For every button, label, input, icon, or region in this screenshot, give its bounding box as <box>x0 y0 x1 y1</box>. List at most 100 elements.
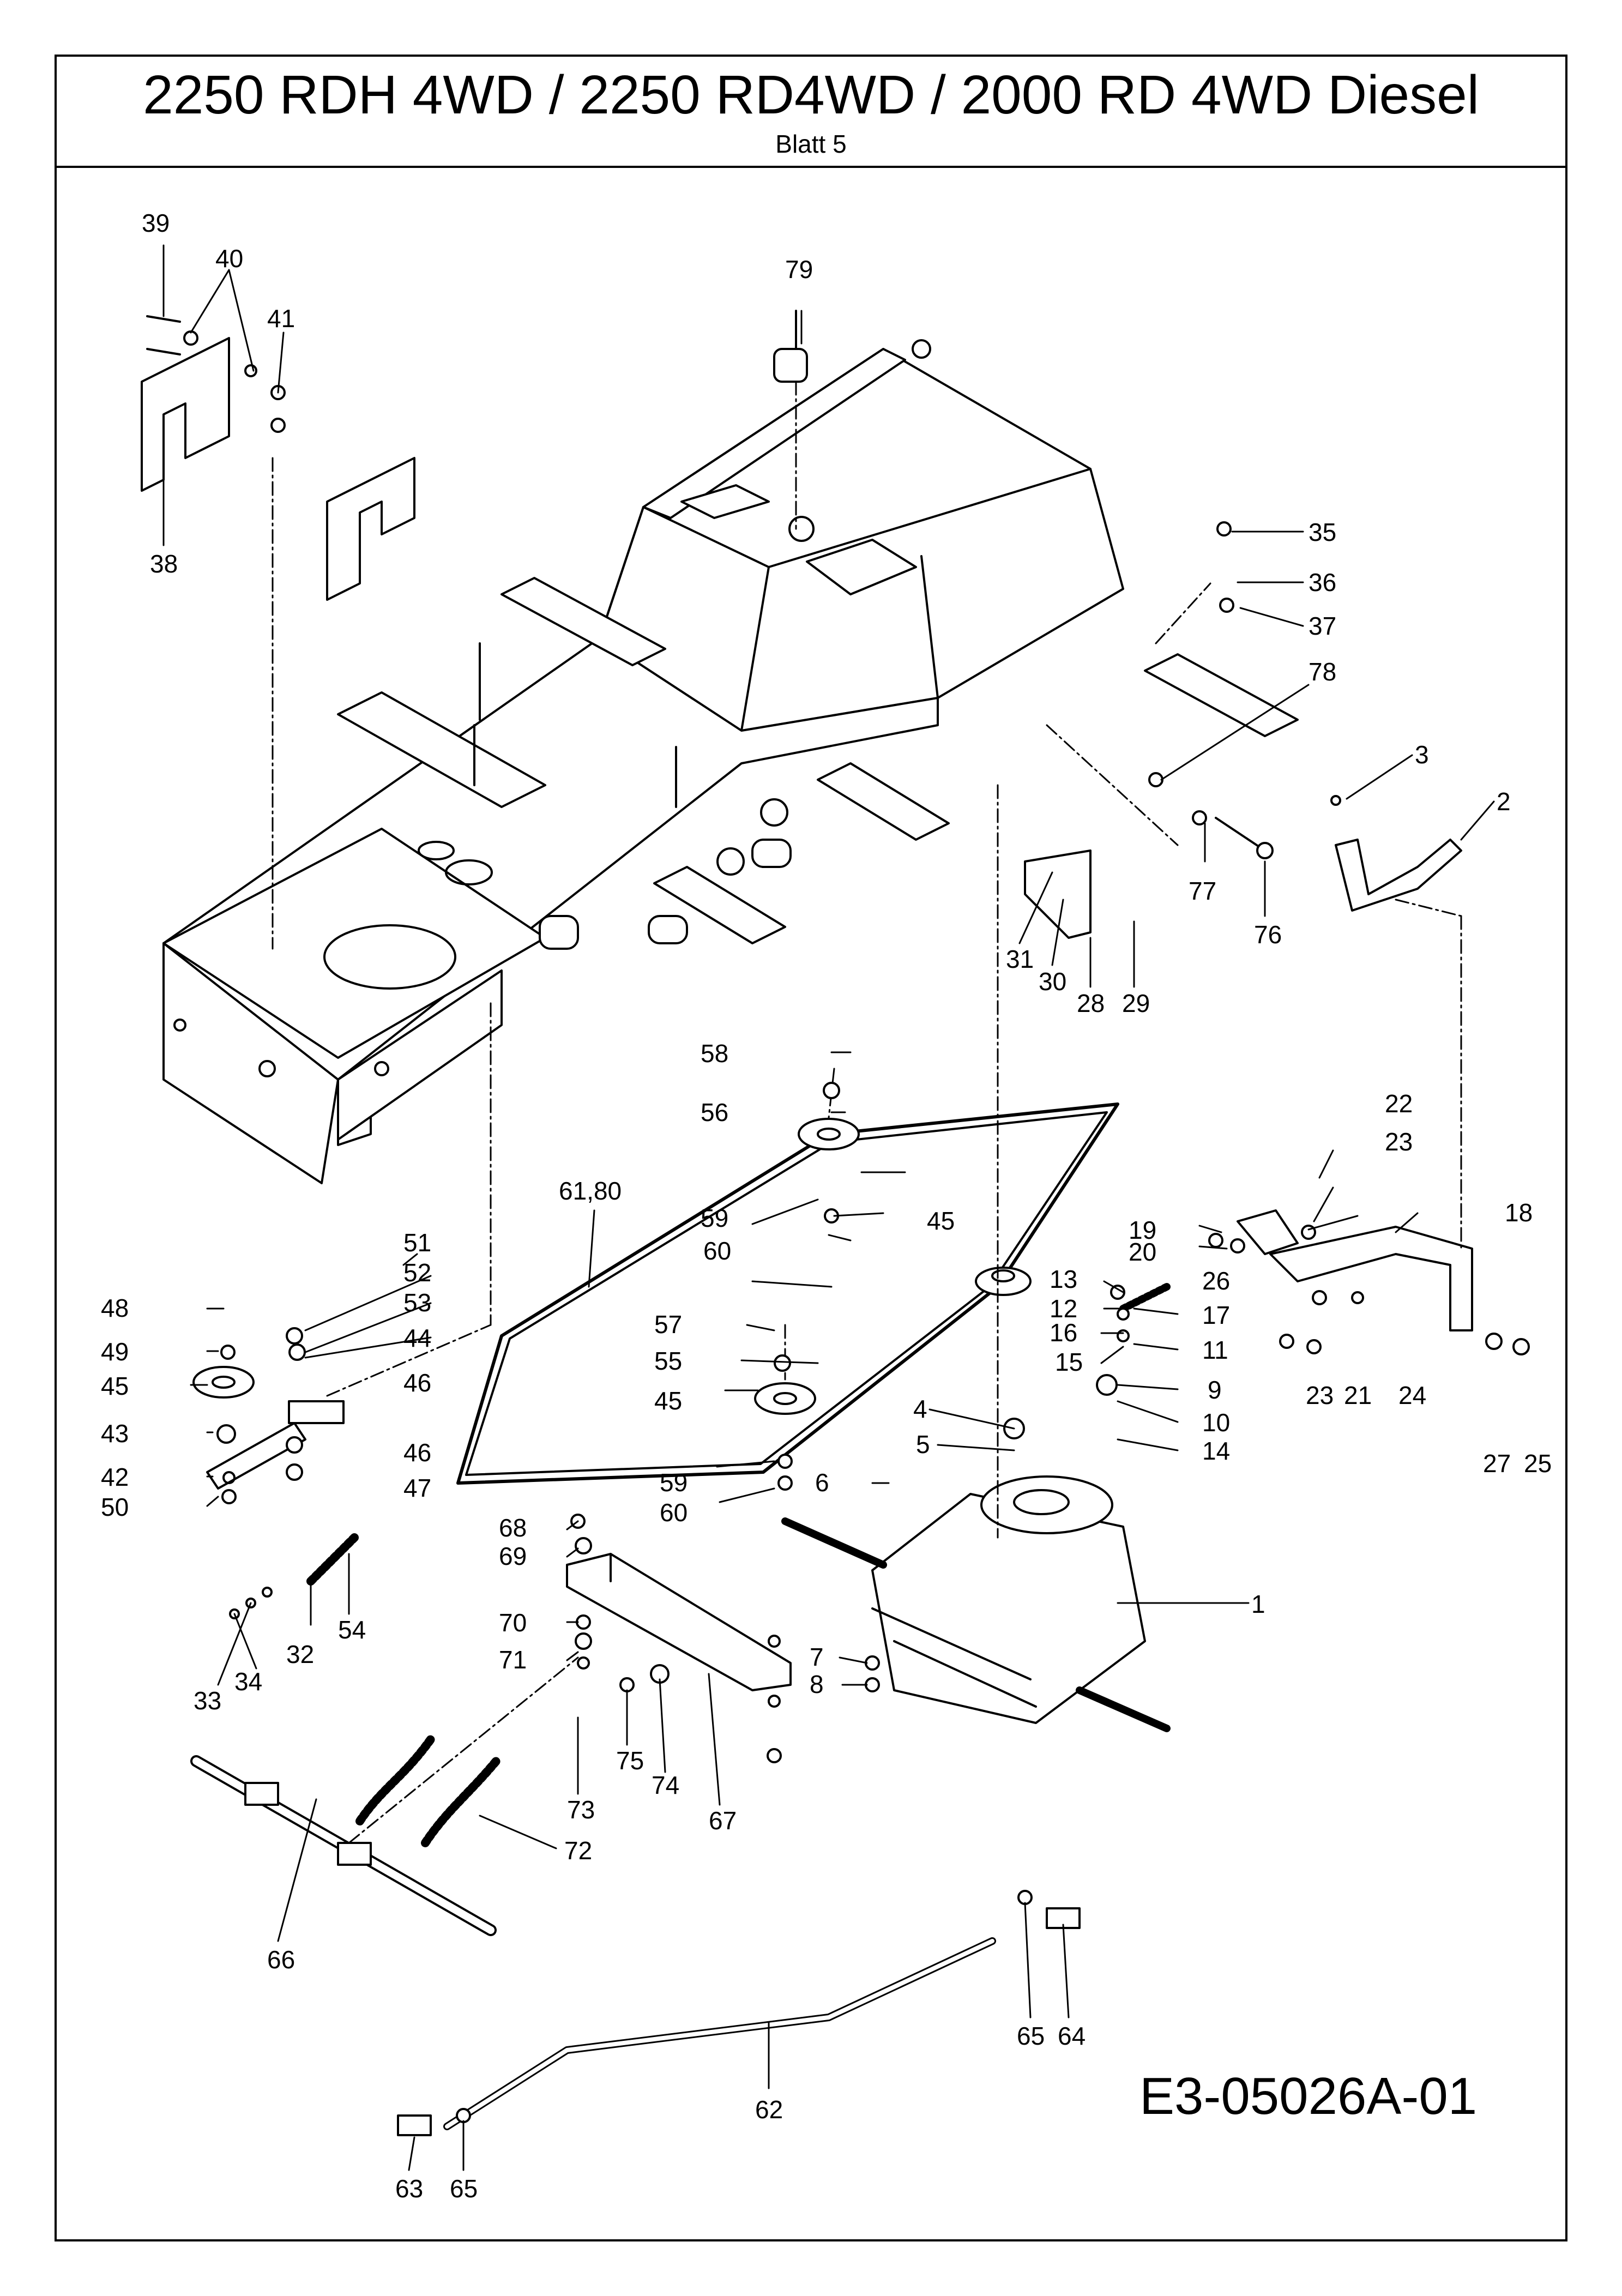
callout-43: 43 <box>101 1419 129 1448</box>
callout-61-80: 61,80 <box>559 1177 622 1205</box>
callout-13: 13 <box>1050 1265 1077 1293</box>
callout-53: 53 <box>403 1288 431 1317</box>
drawing-frame: 2250 RDH 4WD / 2250 RD4WD / 2000 RD 4WD … <box>55 55 1567 2241</box>
callout-71: 71 <box>499 1646 527 1674</box>
pulley-left-45 <box>192 1366 255 1399</box>
callout-76: 76 <box>1254 920 1282 949</box>
callout-46-bottom: 46 <box>403 1438 431 1467</box>
callout-33: 33 <box>194 1686 221 1715</box>
callout-10: 10 <box>1202 1408 1230 1437</box>
callout-28: 28 <box>1077 989 1105 1017</box>
pulley-middle-45 <box>754 1382 816 1415</box>
callout-27: 27 <box>1483 1449 1511 1478</box>
callout-79: 79 <box>785 255 813 284</box>
callout-64: 64 <box>1058 2022 1086 2050</box>
spring-17 <box>1119 1283 1171 1312</box>
callout-47: 47 <box>403 1474 431 1502</box>
callout-19: 19 <box>1129 1216 1156 1244</box>
rod-76 <box>1215 817 1274 859</box>
callout-49: 49 <box>101 1337 129 1366</box>
callout-9: 9 <box>1208 1376 1222 1404</box>
shaft-66 <box>190 1755 497 1936</box>
spring-54 <box>306 1533 359 1586</box>
callout-51: 51 <box>403 1228 431 1257</box>
callout-52: 52 <box>403 1258 431 1287</box>
lever-2 <box>1335 839 1462 912</box>
callout-54: 54 <box>338 1616 366 1644</box>
pulley-upper-45 <box>798 1118 860 1150</box>
callout-65-right: 65 <box>1017 2022 1045 2050</box>
callout-18: 18 <box>1505 1198 1533 1227</box>
callout-labels: 79 39 40 41 38 35 36 37 78 3 2 77 76 31 … <box>101 209 1552 2203</box>
callout-39: 39 <box>142 209 170 237</box>
mount-bracket-38 <box>141 315 415 601</box>
callout-68: 68 <box>499 1514 527 1542</box>
callout-78: 78 <box>1309 658 1336 686</box>
callout-38: 38 <box>150 550 178 578</box>
callout-35: 35 <box>1309 518 1336 546</box>
page-title: 2250 RDH 4WD / 2250 RD4WD / 2000 RD 4WD … <box>143 64 1479 125</box>
callout-3: 3 <box>1415 740 1429 769</box>
callout-60-upper: 60 <box>703 1237 731 1265</box>
callout-23-top: 23 <box>1385 1128 1413 1156</box>
callout-34: 34 <box>234 1667 262 1696</box>
callout-48: 48 <box>101 1294 129 1322</box>
callout-17: 17 <box>1202 1301 1230 1329</box>
callout-11: 11 <box>1202 1336 1228 1364</box>
callout-56: 56 <box>701 1098 728 1126</box>
bracket-67 <box>566 1553 792 1691</box>
callout-62: 62 <box>755 2095 783 2124</box>
knob-79 <box>773 310 808 383</box>
chassis-frame <box>162 339 1299 1184</box>
callout-59-upper: 59 <box>701 1204 728 1232</box>
spring-72 <box>355 1735 501 1847</box>
callout-21: 21 <box>1344 1381 1372 1409</box>
callout-45-left: 45 <box>101 1372 129 1400</box>
callout-58: 58 <box>701 1039 728 1068</box>
callout-36: 36 <box>1309 568 1336 596</box>
sheet-label: Blatt 5 <box>775 130 847 158</box>
callout-40: 40 <box>215 244 243 273</box>
transmission <box>781 1475 1171 1732</box>
callout-45-upper: 45 <box>927 1207 955 1235</box>
callout-67: 67 <box>709 1806 737 1835</box>
title-block: 2250 RDH 4WD / 2250 RD4WD / 2000 RD 4WD … <box>57 57 1565 168</box>
callout-44: 44 <box>403 1324 431 1352</box>
callout-72: 72 <box>564 1836 592 1865</box>
callout-12: 12 <box>1050 1294 1077 1323</box>
bracket-28 <box>1024 849 1092 939</box>
callout-31: 31 <box>1006 945 1034 973</box>
callout-50: 50 <box>101 1493 129 1521</box>
callout-74: 74 <box>652 1771 679 1799</box>
callout-77: 77 <box>1189 877 1216 905</box>
rod-62 <box>397 1907 1081 2136</box>
pedal-arm-18 <box>1237 1209 1473 1331</box>
callout-14: 14 <box>1202 1437 1230 1465</box>
callout-30: 30 <box>1039 967 1066 996</box>
callout-70: 70 <box>499 1608 527 1637</box>
callout-5: 5 <box>916 1430 930 1459</box>
callout-41: 41 <box>267 304 295 333</box>
callout-20: 20 <box>1129 1238 1156 1266</box>
callout-66: 66 <box>267 1945 295 1974</box>
callout-59-lower: 59 <box>660 1468 688 1497</box>
document-number: E3-05026A-01 <box>1139 2067 1478 2125</box>
callout-22: 22 <box>1385 1089 1413 1118</box>
callout-26: 26 <box>1202 1267 1230 1295</box>
callout-7: 7 <box>810 1643 824 1671</box>
callout-6: 6 <box>815 1468 829 1497</box>
callout-45-middle: 45 <box>654 1387 682 1415</box>
callout-75: 75 <box>616 1746 644 1775</box>
callout-63: 63 <box>395 2174 423 2203</box>
callout-1: 1 <box>1251 1590 1265 1618</box>
callout-4: 4 <box>913 1395 927 1423</box>
callout-32: 32 <box>286 1640 314 1668</box>
callout-2: 2 <box>1497 787 1511 816</box>
callout-37: 37 <box>1309 612 1336 640</box>
callout-46-top: 46 <box>403 1369 431 1397</box>
callout-73: 73 <box>567 1795 595 1824</box>
callout-57: 57 <box>654 1310 682 1339</box>
callout-8: 8 <box>810 1670 824 1698</box>
callout-15: 15 <box>1055 1348 1083 1376</box>
